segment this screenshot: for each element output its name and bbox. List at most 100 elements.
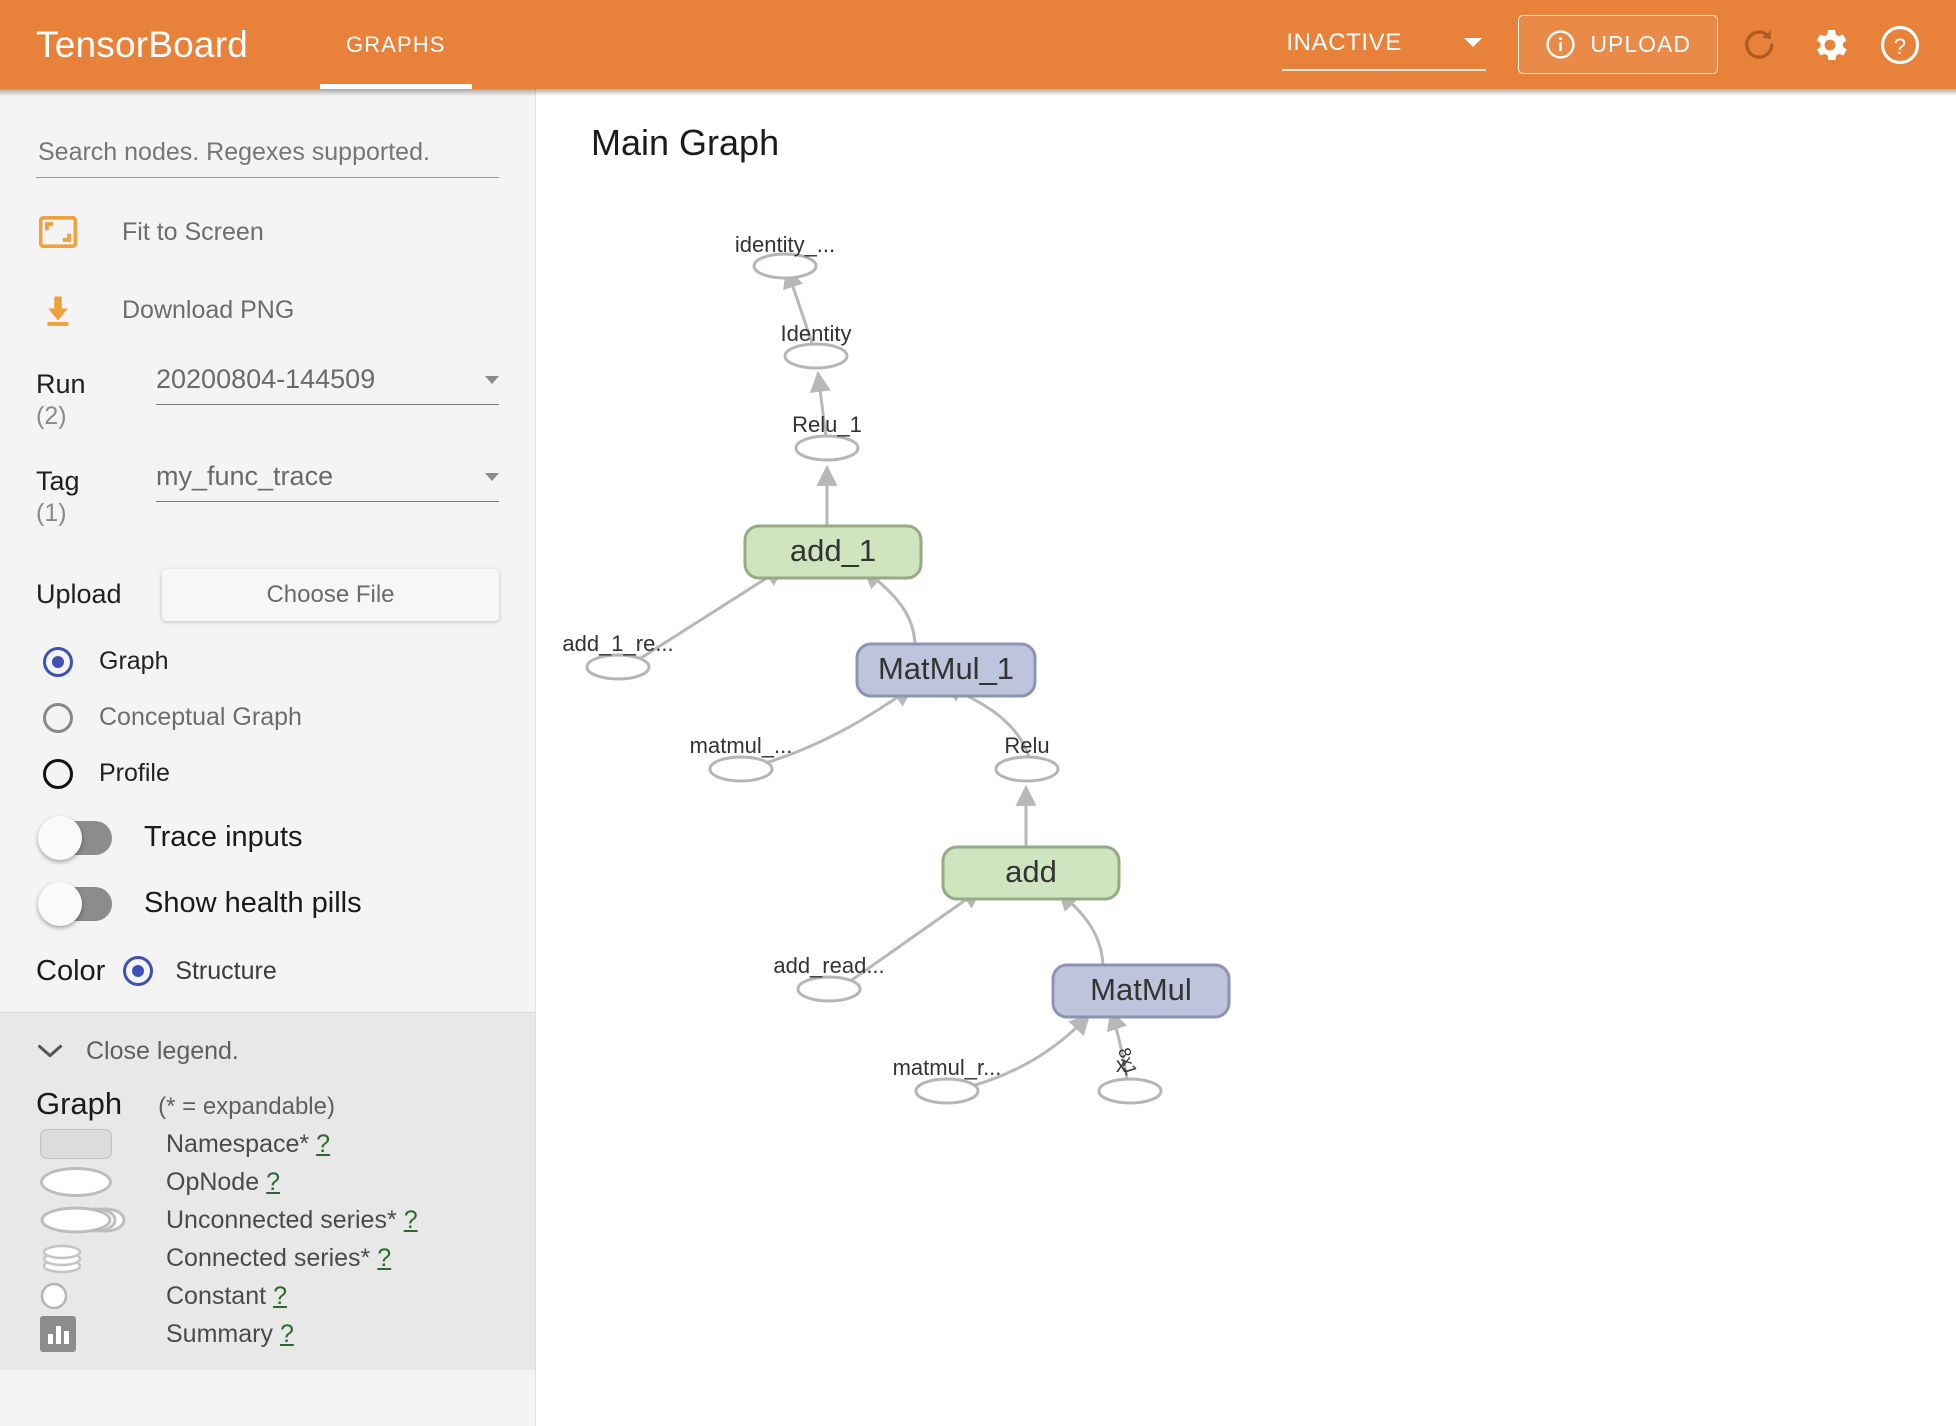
legend-note: (* = expandable): [158, 1092, 335, 1120]
choose-file-button[interactable]: Choose File: [162, 568, 499, 621]
chevron-down-icon: [1464, 38, 1483, 47]
download-icon: [36, 292, 80, 328]
legend-panel: Close legend. Graph (* = expandable) Nam…: [0, 1012, 535, 1370]
legend-item-opnode-label: OpNode: [166, 1167, 260, 1196]
upload-button[interactable]: UPLOAD: [1518, 15, 1718, 74]
help-icon: ?: [1880, 25, 1920, 64]
edge-matmulr-to-matmul: [960, 1013, 1091, 1091]
top-app-bar: TensorBoard GRAPHS INACTIVE UPLOAD: [0, 0, 1956, 89]
radio-profile[interactable]: Profile: [36, 758, 499, 789]
edge-identity-to-identityout: [783, 267, 818, 356]
upload-button-label: UPLOAD: [1590, 31, 1691, 57]
tag-label-block: Tag (1): [36, 461, 132, 528]
legend-item-constant: Constant?: [36, 1281, 499, 1312]
tag-select[interactable]: my_func_trace: [156, 461, 499, 503]
node-relu[interactable]: Relu: [994, 733, 1060, 783]
edge-relu1-to-identity: [809, 370, 831, 446]
download-png-action[interactable]: Download PNG: [36, 286, 499, 334]
node-relu-1[interactable]: Relu_1: [792, 412, 862, 462]
run-select[interactable]: 20200804-144509: [156, 364, 499, 405]
legend-item-namespace: Namespace*?: [36, 1129, 499, 1160]
radio-graph[interactable]: Graph: [36, 646, 499, 677]
svg-text:?: ?: [1894, 33, 1906, 58]
run-status-dropdown[interactable]: INACTIVE: [1282, 28, 1487, 71]
run-value: 20200804-144509: [156, 364, 376, 394]
upload-label: Upload: [36, 579, 122, 610]
refresh-icon: [1745, 29, 1774, 59]
graph-svg[interactable]: identity_... Identity Relu_1 add_1 add_1…: [537, 89, 1956, 1426]
edge-matmulread-to-matmul1: [751, 685, 914, 769]
graph-edge-labels: 8x1 x: [1114, 1045, 1141, 1077]
node-relu-label: Relu: [1004, 733, 1049, 758]
node-identity-out[interactable]: identity_...: [735, 232, 835, 280]
radio-graph-label: Graph: [99, 647, 169, 676]
nav-tabs: GRAPHS: [320, 0, 472, 89]
node-add-1-label: add_1: [790, 533, 876, 568]
opnode-swatch-icon: [40, 1167, 140, 1198]
top-bar-actions: INACTIVE UPLOAD: [1282, 15, 1956, 74]
unconnected-series-swatch-icon: [40, 1205, 140, 1235]
fit-to-screen-action[interactable]: Fit to Screen: [36, 208, 499, 256]
node-add-read[interactable]: add_read...: [773, 953, 885, 1003]
help-link-icon[interactable]: ?: [316, 1129, 331, 1158]
help-button[interactable]: ?: [1872, 17, 1928, 73]
summary-swatch-icon: [40, 1316, 140, 1353]
edge-addread-to-add: [841, 887, 983, 989]
edge-add1read-to-add1: [629, 565, 786, 667]
fit-to-screen-icon: [36, 216, 80, 248]
node-matmul-readvariableop[interactable]: matmul_...: [690, 733, 793, 783]
help-link-icon[interactable]: ?: [273, 1281, 287, 1310]
color-structure-label: Structure: [175, 956, 277, 985]
help-link-icon[interactable]: ?: [403, 1205, 418, 1234]
tag-selector-row: Tag (1) my_func_trace: [36, 461, 499, 528]
radio-graph-indicator: [43, 646, 73, 677]
node-x[interactable]: [1097, 1077, 1163, 1105]
edge-matmul-to-add: [1057, 889, 1105, 970]
edge-label-x: x: [1116, 1054, 1127, 1077]
toggle-trace-inputs-switch[interactable]: [38, 815, 112, 860]
node-identity[interactable]: Identity: [781, 321, 852, 370]
settings-button[interactable]: [1802, 17, 1858, 73]
node-relu-1-label: Relu_1: [792, 412, 862, 437]
color-label: Color: [36, 954, 106, 987]
radio-conceptual-graph[interactable]: Conceptual Graph: [36, 702, 499, 733]
upload-row: Upload Choose File: [36, 568, 499, 621]
graph-nodes[interactable]: identity_... Identity Relu_1 add_1 add_1…: [562, 232, 1231, 1105]
legend-item-summary-label: Summary: [166, 1319, 273, 1348]
toggle-trace-inputs[interactable]: Trace inputs: [36, 815, 499, 860]
tag-count: (1): [36, 499, 67, 528]
tab-graphs[interactable]: GRAPHS: [320, 0, 472, 89]
node-add-1-readvariableop-label: add_1_re...: [562, 631, 673, 656]
radio-structure-indicator[interactable]: [123, 956, 154, 987]
help-link-icon[interactable]: ?: [279, 1319, 294, 1348]
search-field[interactable]: [36, 137, 499, 178]
help-link-icon[interactable]: ?: [266, 1167, 281, 1196]
run-selector-row: Run (2) 20200804-144509: [36, 364, 499, 431]
toggle-show-health-pills[interactable]: Show health pills: [36, 881, 499, 926]
legend-toggle[interactable]: Close legend.: [36, 1037, 499, 1066]
node-add-1-readvariableop[interactable]: add_1_re...: [562, 631, 674, 681]
graph-canvas[interactable]: Main Graph identity_...: [537, 89, 1956, 1426]
fit-to-screen-label: Fit to Screen: [122, 217, 264, 246]
node-matmul[interactable]: MatMul: [1051, 963, 1231, 1019]
node-add-1[interactable]: add_1: [743, 524, 923, 580]
namespace-swatch-icon: [40, 1129, 140, 1160]
run-status-label: INACTIVE: [1286, 28, 1402, 56]
node-matmul-1[interactable]: MatMul_1: [855, 642, 1037, 698]
node-identity-label: Identity: [781, 321, 852, 346]
search-input[interactable]: [36, 137, 499, 168]
node-add[interactable]: add: [941, 845, 1121, 901]
tag-label: Tag: [36, 466, 80, 497]
legend-item-constant-label: Constant: [166, 1281, 267, 1310]
tab-graphs-label: GRAPHS: [346, 31, 446, 57]
toggle-show-health-pills-switch[interactable]: [38, 881, 112, 926]
refresh-button[interactable]: [1732, 17, 1788, 73]
constant-swatch-icon: [40, 1281, 140, 1311]
connected-series-swatch-icon: [40, 1241, 140, 1275]
help-link-icon[interactable]: ?: [377, 1243, 392, 1272]
toggle-knob: [38, 881, 82, 926]
gear-icon: [1816, 29, 1847, 60]
sidebar-divider: [0, 1011, 535, 1013]
radio-profile-indicator: [43, 758, 73, 789]
node-matmul-r[interactable]: matmul_r...: [893, 1055, 1002, 1105]
